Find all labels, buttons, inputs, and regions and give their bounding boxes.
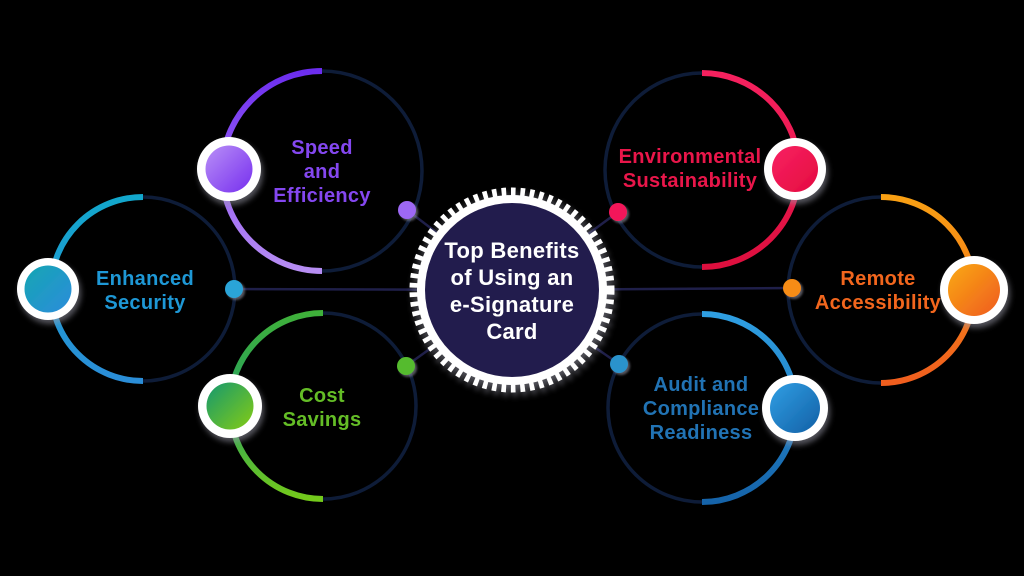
label-enhanced-security: Enhanced Security (96, 267, 194, 315)
center-title-line: of Using an (450, 265, 574, 290)
dot-enhanced (225, 280, 243, 298)
label-environmental-sustainability: Environmental Sustainability (619, 145, 762, 193)
center-seal (409, 187, 615, 393)
badge-remote-accessibility (940, 256, 1008, 324)
label-line: Enhanced (96, 268, 194, 290)
badge-enhanced-security (17, 258, 79, 320)
label-line: and (303, 161, 341, 183)
badge-cost-savings (198, 374, 262, 438)
label-line: Remote (840, 268, 916, 290)
label-audit-compliance-readiness: Audit and Compliance Readiness (643, 373, 759, 445)
label-line: Environmental (618, 146, 762, 168)
dot-cost (397, 357, 415, 375)
label-line: Readiness (649, 422, 753, 444)
center-title: Top Benefits of Using an e-Signature Car… (444, 237, 579, 345)
label-line: Speed (291, 137, 353, 159)
badge-audit-compliance (762, 375, 828, 441)
badge-speed-and-efficiency (197, 137, 261, 201)
label-line: Security (104, 292, 186, 314)
dot-audit (610, 355, 628, 373)
label-line: Accessibility (814, 292, 942, 314)
dot-speed (398, 201, 416, 219)
node-badges (17, 137, 1008, 441)
label-cost-savings: Cost Savings (283, 384, 362, 432)
center-title-line: e-Signature (449, 292, 575, 317)
label-line: Cost (299, 385, 345, 407)
label-line: Sustainability (622, 170, 758, 192)
badge-environmental-sustainability (764, 138, 826, 200)
label-line: Compliance (642, 398, 760, 420)
center-title-line: Card (486, 319, 538, 344)
label-remote-accessibility: Remote Accessibility (815, 267, 941, 315)
dot-environmental (609, 203, 627, 221)
label-line: Savings (282, 409, 362, 431)
connector-dots (225, 201, 801, 375)
center-title-line: Top Benefits (444, 238, 580, 263)
label-line: Audit and (653, 374, 749, 396)
label-line: Efficiency (273, 185, 371, 207)
dot-remote (783, 279, 801, 297)
label-speed-and-efficiency: Speed and Efficiency (273, 136, 370, 208)
